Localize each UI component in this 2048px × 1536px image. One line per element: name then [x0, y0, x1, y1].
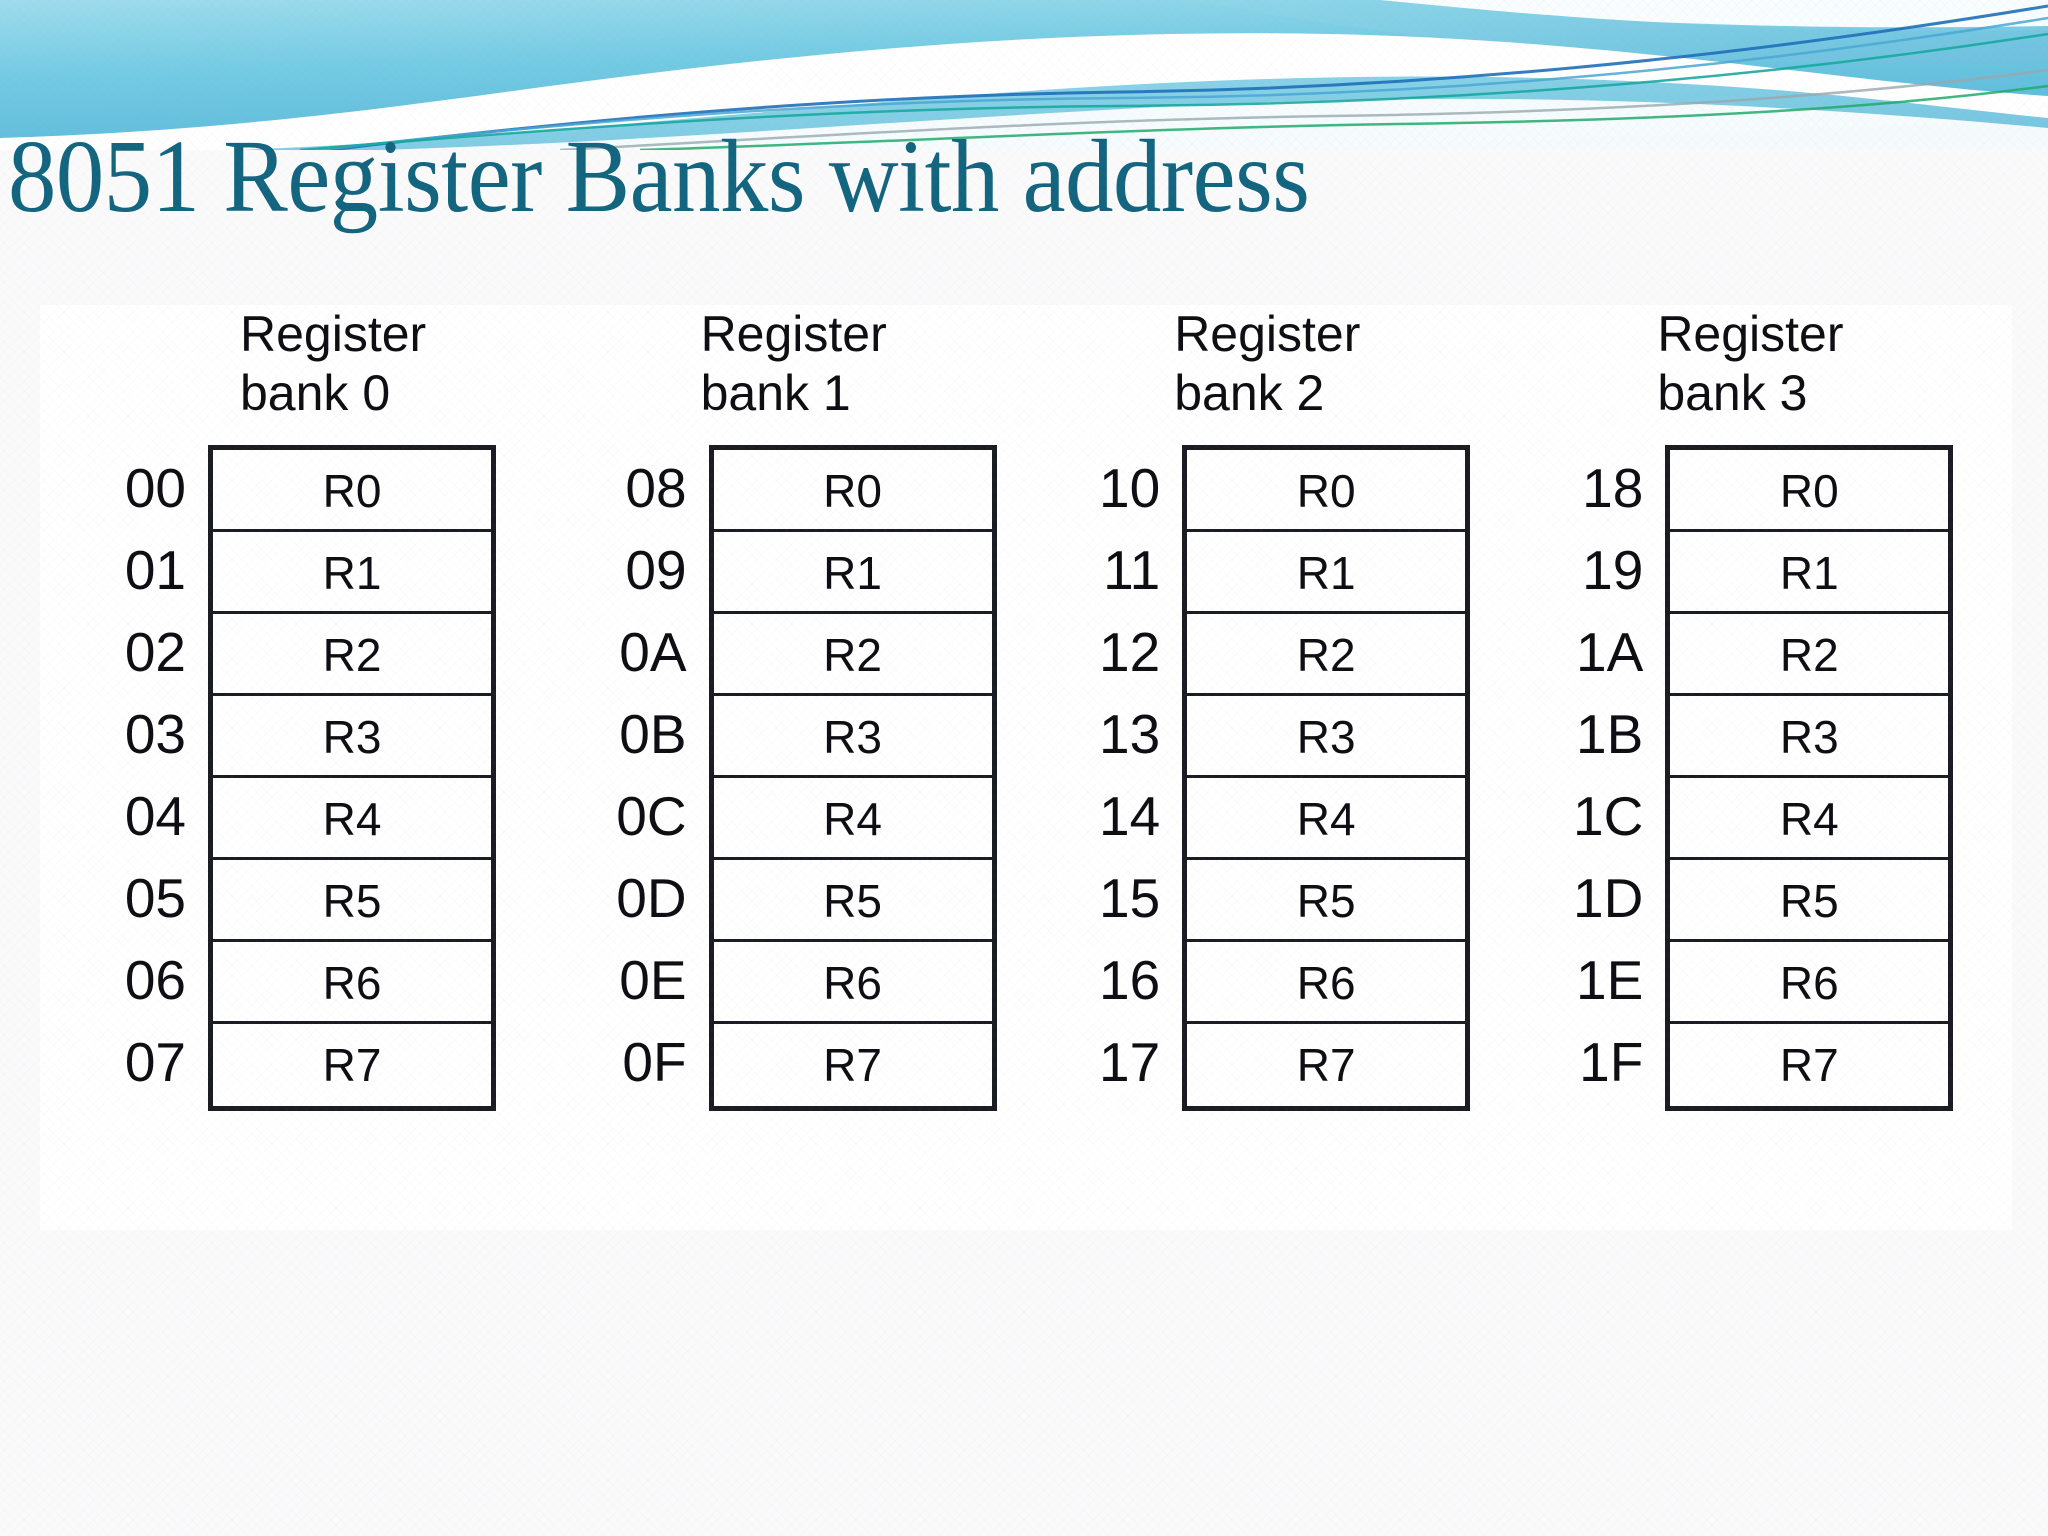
register-cell: R3: [213, 696, 491, 778]
bank-1-register-table: R0 R1 R2 R3 R4 R5 R6 R7: [708, 445, 997, 1111]
bank-0-body: 00 01 02 03 04 05 06 07 R0 R1 R2 R3: [100, 445, 496, 1111]
address-cell: 1A: [1576, 621, 1644, 683]
page-title: 8051 Register Banks with address: [8, 119, 1310, 234]
address-cell: 01: [124, 539, 186, 601]
address-cell: 00: [124, 457, 186, 519]
address-cell: 06: [124, 949, 186, 1011]
bank-3-heading: Register bank 3: [1657, 306, 1844, 421]
register-banks-diagram: Register bank 0 00 01 02 03 04 05 06 07 …: [40, 305, 2012, 1230]
register-bank-2: Register bank 2 10 11 12 13 14 15 16 17 …: [1074, 305, 1557, 1111]
bank-2-heading: Register bank 2: [1174, 306, 1361, 421]
bank-2-address-column: 10 11 12 13 14 15 16 17: [1074, 445, 1182, 1103]
register-cell: R1: [713, 532, 992, 614]
register-cell: R5: [713, 860, 992, 942]
address-cell: 0C: [616, 785, 687, 847]
register-cell: R3: [1670, 696, 1949, 778]
address-cell: 1E: [1576, 949, 1644, 1011]
address-cell: 0F: [622, 1031, 687, 1093]
bank-1-address-column: 08 09 0A 0B 0C 0D 0E 0F: [601, 445, 709, 1103]
register-cell: R4: [1670, 778, 1949, 860]
address-cell: 1C: [1573, 785, 1644, 847]
header-banner-decoration: [0, 0, 2048, 150]
bank-0-address-column: 00 01 02 03 04 05 06 07: [100, 445, 208, 1103]
register-cell: R2: [1670, 614, 1949, 696]
address-cell: 04: [124, 785, 186, 847]
address-cell: 1D: [1573, 867, 1644, 929]
address-cell: 15: [1099, 867, 1161, 929]
register-cell: R0: [713, 450, 992, 532]
register-cell: R6: [1670, 942, 1949, 1024]
address-cell: 14: [1099, 785, 1161, 847]
register-cell: R7: [213, 1024, 491, 1106]
register-cell: R6: [1187, 942, 1466, 1024]
register-bank-1: Register bank 1 08 09 0A 0B 0C 0D 0E 0F …: [601, 305, 1075, 1111]
header-wave-graphic: [0, 0, 2048, 150]
register-cell: R7: [713, 1024, 992, 1106]
register-cell: R3: [713, 696, 992, 778]
register-cell: R0: [1187, 450, 1466, 532]
bank-3-register-table: R0 R1 R2 R3 R4 R5 R6 R7: [1665, 445, 1954, 1111]
register-cell: R7: [1670, 1024, 1949, 1106]
address-cell: 16: [1099, 949, 1161, 1011]
register-cell: R4: [713, 778, 992, 860]
bank-1-body: 08 09 0A 0B 0C 0D 0E 0F R0 R1 R2 R3: [601, 445, 997, 1111]
register-cell: R6: [213, 942, 491, 1024]
bank-3-address-column: 18 19 1A 1B 1C 1D 1E 1F: [1557, 445, 1665, 1103]
register-banks-row: Register bank 0 00 01 02 03 04 05 06 07 …: [40, 305, 2012, 1230]
bank-3-body: 18 19 1A 1B 1C 1D 1E 1F R0 R1 R2 R3: [1557, 445, 1954, 1111]
register-cell: R1: [1187, 532, 1466, 614]
register-cell: R7: [1187, 1024, 1466, 1106]
address-cell: 09: [625, 539, 687, 601]
bank-2-body: 10 11 12 13 14 15 16 17 R0 R1 R2 R3: [1074, 445, 1471, 1111]
register-cell: R5: [1670, 860, 1949, 942]
address-cell: 0A: [619, 621, 687, 683]
address-cell: 05: [124, 867, 186, 929]
bank-0-register-table: R0 R1 R2 R3 R4 R5 R6 R7: [208, 445, 496, 1111]
register-cell: R6: [713, 942, 992, 1024]
address-cell: 11: [1103, 539, 1161, 601]
address-cell: 0D: [616, 867, 687, 929]
register-cell: R2: [1187, 614, 1466, 696]
register-cell: R0: [1670, 450, 1949, 532]
address-cell: 08: [625, 457, 687, 519]
address-cell: 07: [124, 1031, 186, 1093]
register-cell: R0: [213, 450, 491, 532]
register-cell: R2: [713, 614, 992, 696]
register-cell: R5: [213, 860, 491, 942]
address-cell: 0B: [619, 703, 687, 765]
address-cell: 03: [124, 703, 186, 765]
address-cell: 10: [1099, 457, 1161, 519]
address-cell: 17: [1099, 1031, 1161, 1093]
address-cell: 1F: [1579, 1031, 1644, 1093]
bank-0-heading: Register bank 0: [240, 306, 427, 421]
register-bank-3: Register bank 3 18 19 1A 1B 1C 1D 1E 1F …: [1557, 305, 2012, 1111]
register-cell: R4: [1187, 778, 1466, 860]
address-cell: 19: [1582, 539, 1644, 601]
address-cell: 18: [1582, 457, 1644, 519]
address-cell: 02: [124, 621, 186, 683]
register-cell: R1: [1670, 532, 1949, 614]
register-cell: R1: [213, 532, 491, 614]
register-cell: R4: [213, 778, 491, 860]
address-cell: 12: [1099, 621, 1161, 683]
address-cell: 0E: [619, 949, 687, 1011]
register-bank-0: Register bank 0 00 01 02 03 04 05 06 07 …: [100, 305, 593, 1111]
register-cell: R3: [1187, 696, 1466, 778]
bank-1-heading: Register bank 1: [700, 306, 887, 421]
bank-2-register-table: R0 R1 R2 R3 R4 R5 R6 R7: [1182, 445, 1471, 1111]
address-cell: 13: [1099, 703, 1161, 765]
register-cell: R5: [1187, 860, 1466, 942]
address-cell: 1B: [1576, 703, 1644, 765]
register-cell: R2: [213, 614, 491, 696]
